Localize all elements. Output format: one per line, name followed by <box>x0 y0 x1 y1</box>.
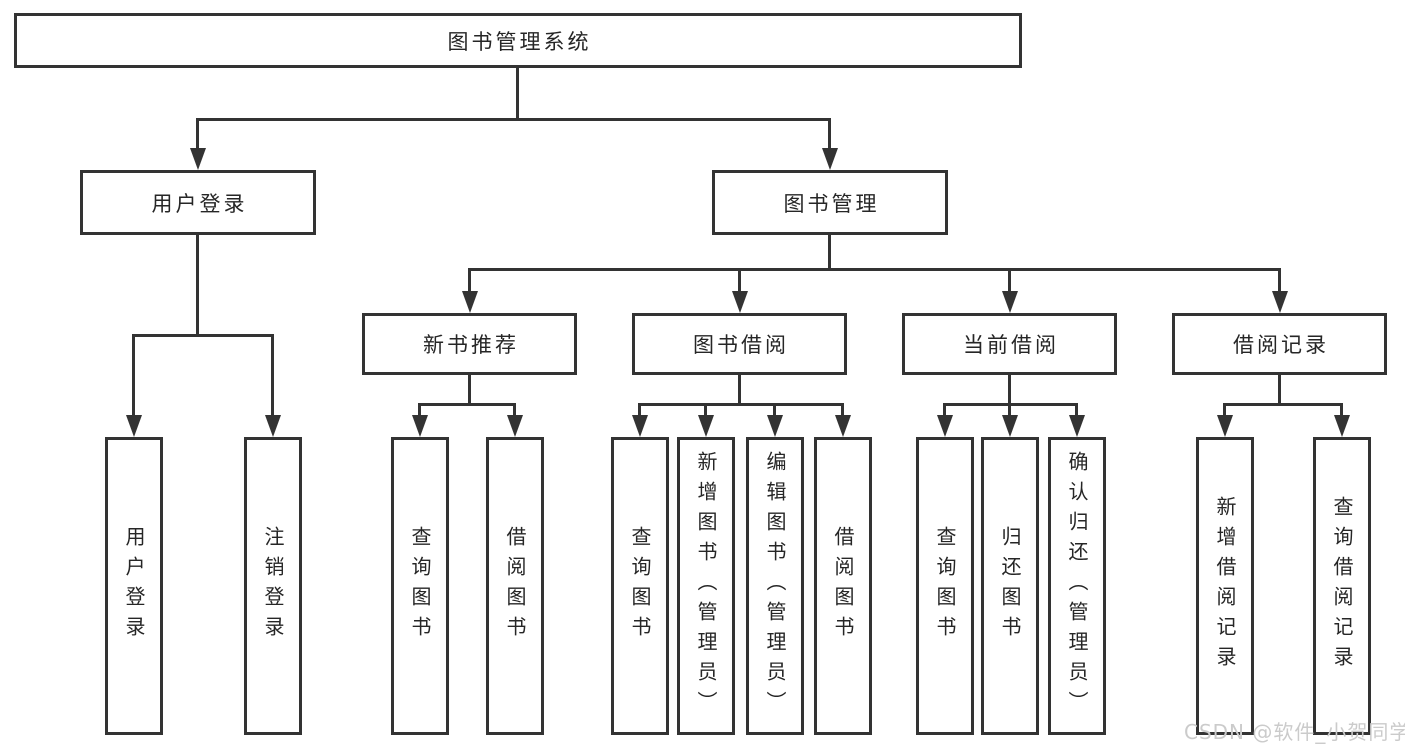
node-user-login: 用户登录 <box>80 170 316 235</box>
node-label: 新书推荐 <box>423 333 519 357</box>
edge-new-book-stem <box>468 374 471 406</box>
csdn-watermark: CSDN @软件_小贺同学 <box>1184 720 1405 744</box>
leaf-borrow-books: 借阅图书 <box>486 437 544 735</box>
edge-to-leaf-logout <box>271 334 274 415</box>
leaf-query-borrow-record: 查询借阅记录 <box>1313 437 1371 735</box>
arrowhead-down-icon <box>126 415 142 437</box>
node-library-system: 图书管理系统 <box>14 13 1022 68</box>
node-label: 查询借阅记录 <box>1330 496 1354 676</box>
node-label: 新增图书（管理员） <box>694 451 718 721</box>
edge-user-login-branch <box>132 334 274 337</box>
arrowhead-down-icon <box>462 291 478 313</box>
edge-book-borrow-stem <box>738 374 741 406</box>
arrowhead-down-icon <box>698 415 714 437</box>
edge-book-management-branch <box>468 268 1281 271</box>
edge-to-leaf <box>1075 403 1078 415</box>
node-label: 用户登录 <box>122 526 146 646</box>
edge-to-leaf-login <box>132 334 135 415</box>
edge-book-management-stem <box>828 234 831 271</box>
edge-borrow-records-stem <box>1278 374 1281 406</box>
edge-user-login-stem <box>196 234 199 337</box>
node-label: 图书管理 <box>783 191 880 216</box>
leaf-add-borrow-record: 新增借阅记录 <box>1196 437 1254 735</box>
edge-to-leaf <box>841 403 844 415</box>
node-label: 查询图书 <box>408 526 432 646</box>
leaf-query-books: 查询图书 <box>611 437 669 735</box>
leaf-borrow-books: 借阅图书 <box>814 437 872 735</box>
arrowhead-down-icon <box>1217 415 1233 437</box>
edge-to-leaf <box>1008 403 1011 415</box>
arrowhead-down-icon <box>1002 291 1018 313</box>
edge-to-book-management <box>828 118 831 148</box>
leaf-return-books: 归还图书 <box>981 437 1039 735</box>
arrowhead-down-icon <box>507 415 523 437</box>
arrowhead-down-icon <box>937 415 953 437</box>
node-label: 图书管理系统 <box>447 29 592 54</box>
arrowhead-down-icon <box>822 148 838 170</box>
edge-root-branch <box>196 118 831 121</box>
node-label: 归还图书 <box>998 526 1022 646</box>
node-borrowing-records: 借阅记录 <box>1172 313 1387 375</box>
leaf-logout: 注销登录 <box>244 437 302 735</box>
node-label: 确认归还（管理员） <box>1065 451 1089 721</box>
node-label: 注销登录 <box>261 526 285 646</box>
node-label: 查询图书 <box>628 526 652 646</box>
edge-to-leaf <box>773 403 776 415</box>
edge-to-leaf <box>704 403 707 415</box>
edge-to-book-borrow <box>738 268 741 291</box>
edge-to-leaf <box>418 403 421 415</box>
leaf-user-login: 用户登录 <box>105 437 163 735</box>
edge-to-current-borrow <box>1008 268 1011 291</box>
edge-root-stem <box>516 67 519 120</box>
edge-to-user-login <box>196 118 199 148</box>
arrowhead-down-icon <box>632 415 648 437</box>
leaf-query-books: 查询图书 <box>391 437 449 735</box>
leaf-confirm-return-admin: 确认归还（管理员） <box>1048 437 1106 735</box>
edge-current-borrow-stem <box>1008 374 1011 406</box>
edge-to-borrow-records <box>1278 268 1281 291</box>
node-book-borrowing: 图书借阅 <box>632 313 847 375</box>
node-label: 借阅图书 <box>831 526 855 646</box>
node-label: 查询图书 <box>933 526 957 646</box>
arrowhead-down-icon <box>732 291 748 313</box>
edge-to-new-book <box>468 268 471 291</box>
edge-to-leaf <box>1223 403 1226 415</box>
arrowhead-down-icon <box>835 415 851 437</box>
arrowhead-down-icon <box>1272 291 1288 313</box>
arrowhead-down-icon <box>412 415 428 437</box>
arrowhead-down-icon <box>767 415 783 437</box>
edge-new-book-branch <box>418 403 516 406</box>
node-label: 借阅记录 <box>1233 333 1329 357</box>
arrowhead-down-icon <box>265 415 281 437</box>
edge-to-leaf <box>943 403 946 415</box>
edge-to-leaf <box>1340 403 1343 415</box>
node-label: 新增借阅记录 <box>1213 496 1237 676</box>
leaf-add-books-admin: 新增图书（管理员） <box>677 437 735 735</box>
edge-borrow-records-branch <box>1223 403 1343 406</box>
node-label: 用户登录 <box>151 191 248 216</box>
arrowhead-down-icon <box>1002 415 1018 437</box>
node-book-management: 图书管理 <box>712 170 948 235</box>
edge-to-leaf <box>638 403 641 415</box>
node-label: 当前借阅 <box>963 333 1059 357</box>
arrowhead-down-icon <box>1069 415 1085 437</box>
arrowhead-down-icon <box>1334 415 1350 437</box>
node-new-book-recommendation: 新书推荐 <box>362 313 577 375</box>
arrowhead-down-icon <box>190 148 206 170</box>
leaf-edit-books-admin: 编辑图书（管理员） <box>746 437 804 735</box>
leaf-query-books: 查询图书 <box>916 437 974 735</box>
node-label: 借阅图书 <box>503 526 527 646</box>
edge-book-borrow-branch <box>638 403 843 406</box>
node-current-borrowing: 当前借阅 <box>902 313 1117 375</box>
edge-to-leaf <box>513 403 516 415</box>
node-label: 图书借阅 <box>693 333 789 357</box>
node-label: 编辑图书（管理员） <box>763 451 787 721</box>
